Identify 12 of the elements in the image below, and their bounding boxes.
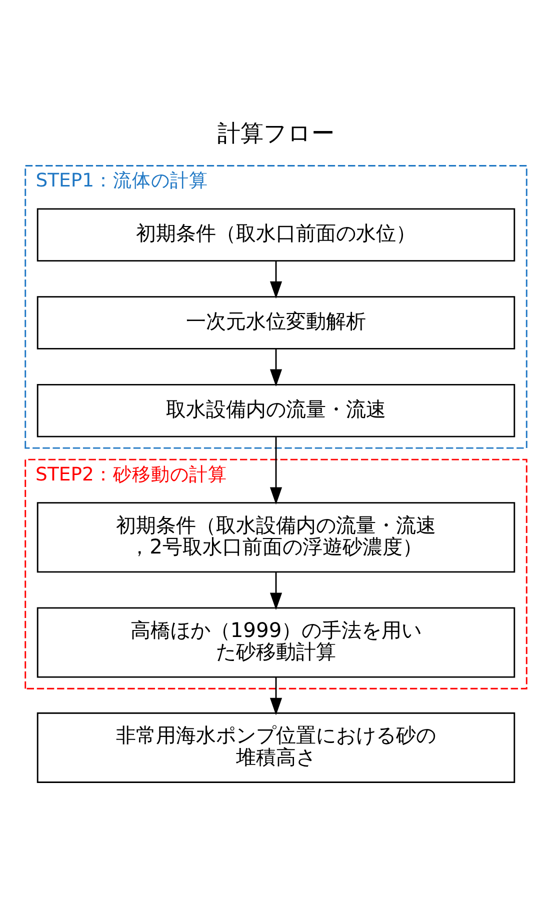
node-box: 高橋ほか（1999）の手法を用いた砂移動計算: [36, 607, 516, 678]
node-box: 初期条件（取水設備内の流量・流速，2号取水口前面の浮遊砂濃度）: [36, 502, 516, 573]
arrow: [270, 572, 282, 610]
arrow: [270, 348, 282, 387]
node-box: 非常用海水ポンプ位置における砂の堆積高さ: [36, 712, 516, 783]
arrow: [270, 260, 282, 299]
arrow: [270, 677, 282, 716]
diagram-title: 計算フロー: [218, 120, 334, 147]
node-box: 初期条件（取水口前面の水位）: [36, 208, 516, 262]
node-box: 取水設備内の流量・流速: [36, 384, 516, 438]
node-box: 一次元水位変動解析: [36, 296, 516, 350]
arrow: [270, 437, 282, 505]
